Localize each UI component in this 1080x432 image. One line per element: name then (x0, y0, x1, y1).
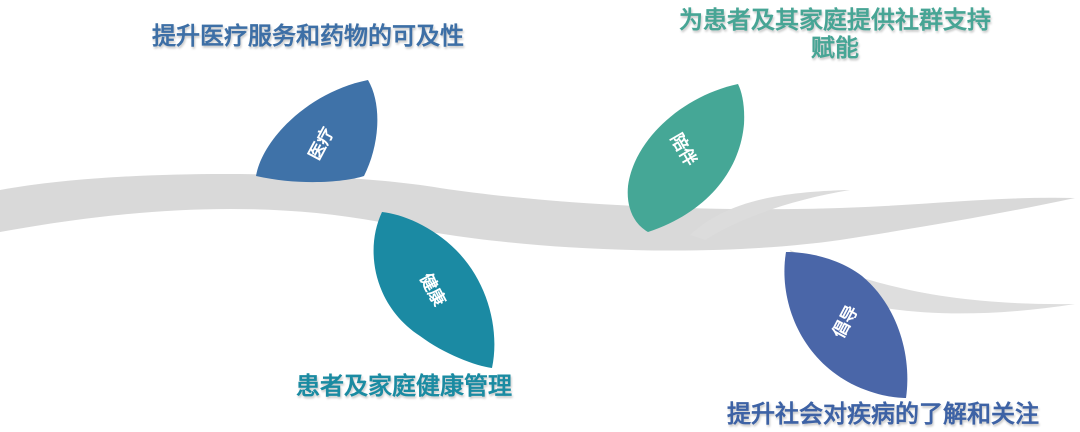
leaf-advocacy: 倡导 (784, 252, 908, 398)
caption-health: 患者及家庭健康管理 (296, 372, 512, 400)
caption-access: 提升医疗服务和药物的可及性 (152, 22, 464, 50)
leaf-medical: 医疗 (256, 80, 378, 183)
leaf-companion-shape (627, 84, 745, 232)
caption-awareness: 提升社会对疾病的了解和关注 (727, 400, 1039, 428)
leaf-health: 健康 (373, 212, 495, 368)
leaf-advocacy-shape (784, 252, 908, 398)
caption-support-line1: 为患者及其家庭提供社群支持 (679, 6, 991, 34)
leaf-companion: 陪伴 (627, 84, 745, 232)
caption-support-line2: 赋能 (811, 34, 859, 62)
leaf-medical-shape (256, 80, 378, 183)
main-branch (0, 174, 1075, 251)
leaf-health-shape (373, 212, 495, 368)
caption-support: 为患者及其家庭提供社群支持 赋能 (656, 6, 1014, 62)
upper-branch (690, 190, 850, 240)
